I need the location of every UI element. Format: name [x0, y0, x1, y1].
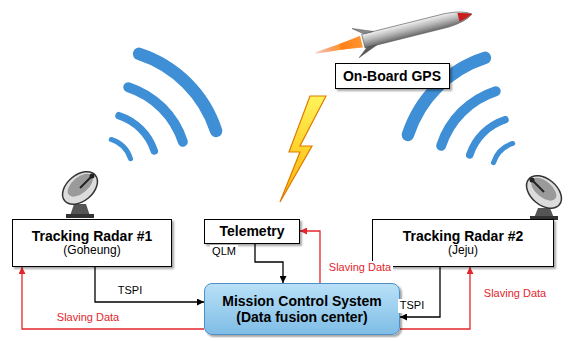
radio-wave — [119, 116, 154, 151]
connector-label: Slaving Data — [55, 311, 121, 324]
radar-box: Tracking Radar #2(Jeju) — [372, 219, 554, 267]
connector-label: QLM — [210, 245, 238, 258]
radio-wave — [139, 54, 216, 131]
slaving-connector — [300, 231, 320, 283]
lightning-bolt — [280, 96, 326, 202]
data-connector — [95, 267, 204, 302]
radar-dish-icon — [520, 169, 567, 220]
node-title: Mission Control System — [222, 293, 381, 309]
connector-label: Slaving Data — [482, 287, 548, 300]
rocket-icon — [311, 0, 475, 68]
node-subtitle: (Goheung) — [63, 244, 120, 258]
radar-box: Tracking Radar #1(Goheung) — [12, 219, 172, 267]
node-title: On-Board GPS — [343, 68, 441, 84]
slaving-connector — [22, 267, 204, 329]
connector-label: Slaving Data — [327, 261, 393, 274]
node-title: Tracking Radar #1 — [32, 228, 153, 244]
radar-dish-icon — [56, 165, 103, 218]
gps-box: On-Board GPS — [335, 63, 450, 89]
radio-wave — [470, 120, 505, 155]
node-title: Telemetry — [219, 223, 284, 239]
radio-wave — [128, 87, 183, 142]
radio-wave — [493, 143, 512, 162]
telemetry-box: Telemetry — [204, 219, 300, 244]
connector-label: TSPI — [398, 299, 426, 312]
node-subtitle: (Jeju) — [448, 244, 478, 258]
connector-label: TSPI — [116, 284, 144, 297]
slaving-connector — [400, 267, 470, 329]
data-connector — [255, 244, 283, 284]
control-center-box: Mission Control System(Data fusion cente… — [204, 283, 400, 335]
node-subtitle: (Data fusion center) — [236, 309, 367, 325]
radio-wave — [441, 91, 496, 146]
radio-wave — [111, 139, 130, 158]
node-title: Tracking Radar #2 — [403, 228, 524, 244]
